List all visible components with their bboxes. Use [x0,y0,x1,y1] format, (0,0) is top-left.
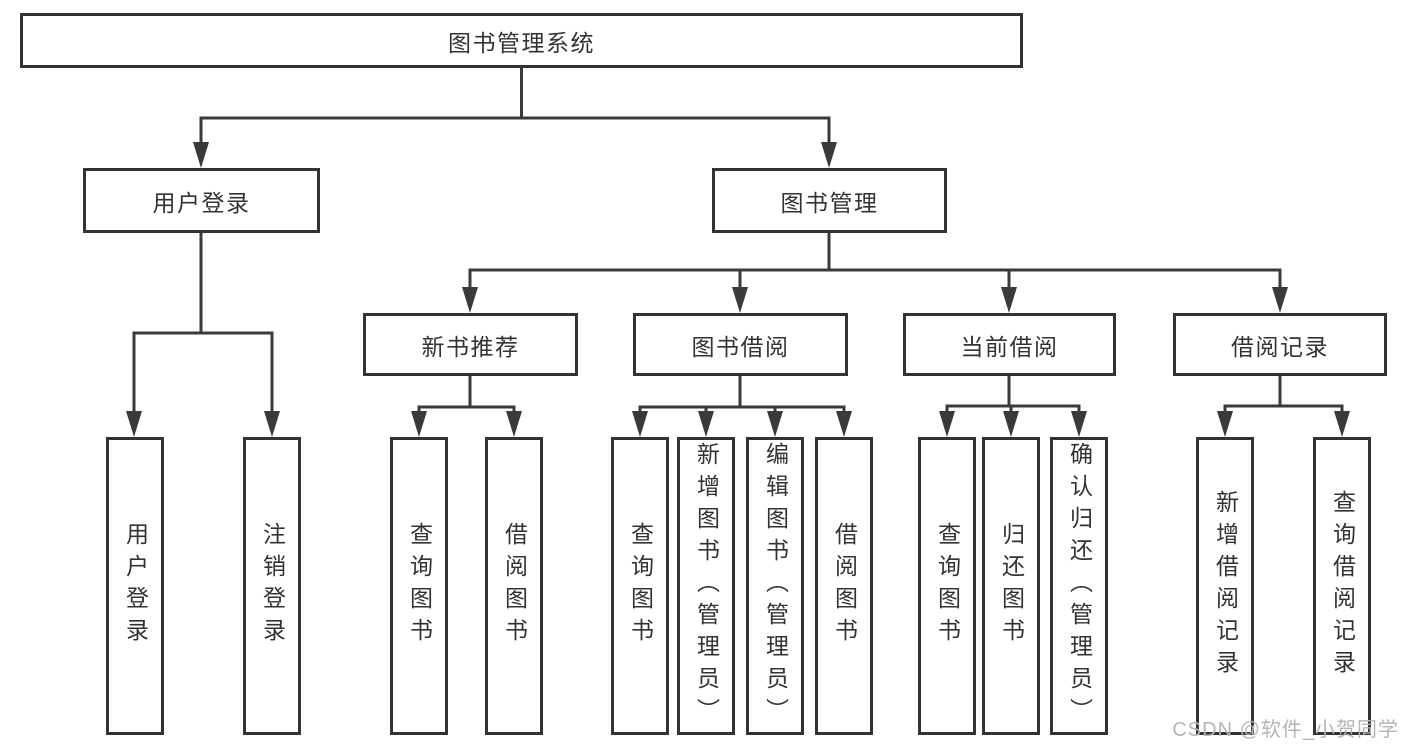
node-label: 图书借阅 [691,333,790,360]
leaf-label: 查询图书 [406,522,433,650]
leaf-user-login: 用户登录 [106,437,164,735]
leaf-edit-books-admin: 编辑图书（管理员） [746,437,804,735]
node-book-borrowing: 图书借阅 [633,313,848,376]
leaf-confirm-return-admin: 确认归还（管理员） [1050,437,1108,735]
leaf-add-borrow-record: 新增借阅记录 [1196,437,1254,735]
leaf-label: 归还图书 [998,522,1025,650]
node-label: 图书管理系统 [448,29,595,56]
node-label: 用户登录 [152,189,251,216]
leaf-label: 查询图书 [934,522,961,650]
node-label: 图书管理 [780,189,879,216]
leaf-logout: 注销登录 [243,437,301,735]
node-borrowing-records: 借阅记录 [1173,313,1387,376]
node-library-management-system: 图书管理系统 [20,13,1023,68]
leaf-add-books-admin: 新增图书（管理员） [677,437,735,735]
leaf-query-borrow-record: 查询借阅记录 [1313,437,1371,735]
leaf-label: 新增借阅记录 [1212,490,1239,682]
node-book-management-branch: 图书管理 [712,168,947,233]
leaf-label: 借阅图书 [831,522,858,650]
leaf-borrow-books: 借阅图书 [815,437,873,735]
leaf-label: 新增图书（管理员） [693,442,720,730]
node-user-login-branch: 用户登录 [83,168,320,233]
leaf-borrow-books-recommend: 借阅图书 [485,437,543,735]
watermark: CSDN @软件_小贺同学 [1172,719,1399,741]
leaf-label: 查询图书 [627,522,654,650]
leaf-query-books-recommend: 查询图书 [390,437,448,735]
leaf-label: 查询借阅记录 [1329,490,1356,682]
node-label: 借阅记录 [1231,333,1329,360]
leaf-query-books-current: 查询图书 [918,437,976,735]
connector-segments [132,66,1344,429]
leaf-return-books: 归还图书 [982,437,1040,735]
leaf-query-books-borrow: 查询图书 [611,437,669,735]
leaf-label: 注销登录 [259,522,286,650]
leaf-label: 编辑图书（管理员） [762,442,789,730]
leaf-label: 借阅图书 [501,522,528,650]
node-current-borrowing: 当前借阅 [903,313,1116,376]
node-new-book-recommendation: 新书推荐 [363,313,578,376]
node-label: 当前借阅 [960,333,1059,360]
leaf-label: 确认归还（管理员） [1066,442,1093,730]
node-label: 新书推荐 [421,333,520,360]
leaf-label: 用户登录 [122,522,149,650]
arrowheads [126,142,1350,437]
